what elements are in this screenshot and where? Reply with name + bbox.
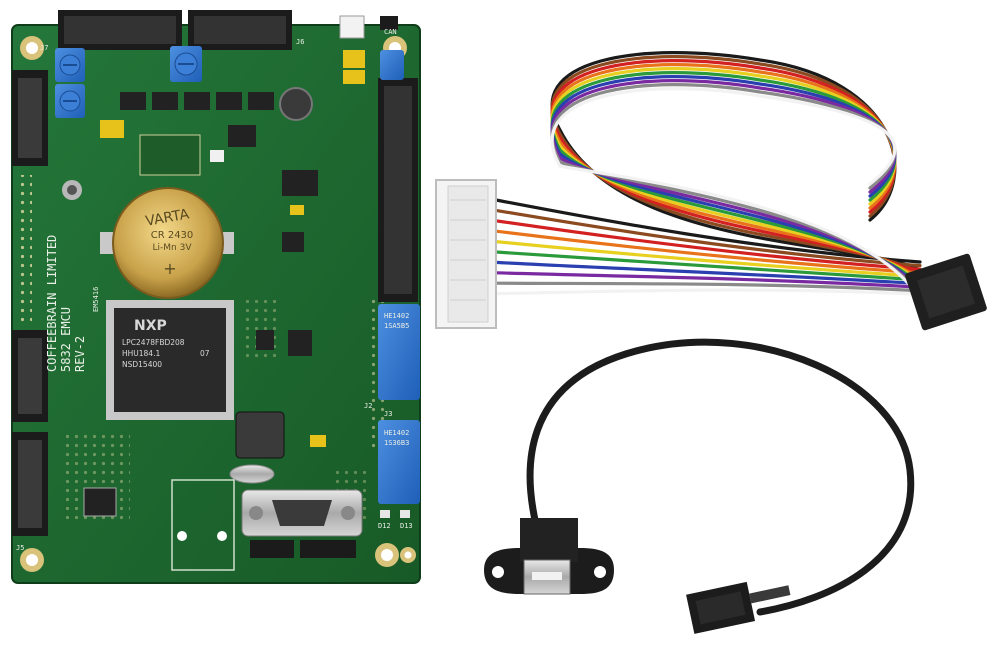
dip-switch-bottom: HE1402 1S36B3 [378, 420, 420, 504]
db9-connector [241, 489, 363, 537]
battery-brand: VARTA [144, 206, 191, 229]
ribbon-wire [494, 240, 922, 278]
mcu-batch: NSD15400 [122, 360, 162, 369]
tantalum-capacitors [100, 50, 365, 447]
colored-wires [494, 51, 922, 301]
usb-pin-header [686, 581, 791, 634]
ribbon-wire [494, 219, 922, 271]
header-j6 [188, 10, 292, 50]
header-left-bottom [12, 432, 48, 536]
label-j2: J2 [364, 402, 372, 410]
label-can: CAN [384, 28, 397, 36]
header-j7 [58, 10, 182, 50]
mcu-lot: HHU184.1 [122, 349, 160, 358]
dip-top-part: HE1402 [384, 312, 409, 320]
trimmer-pots [55, 46, 202, 118]
ribbon-wire [494, 198, 922, 264]
ribbon-wire [494, 208, 922, 268]
ribbon-wire [494, 229, 922, 275]
usb-cable-wire [526, 338, 915, 616]
dip-switch-top: HE1402 1SA5B5 [378, 304, 420, 400]
battery-plus: + [163, 259, 176, 278]
label-d13: D13 [400, 522, 413, 530]
mcu-part: LPC2478FBD208 [122, 338, 185, 347]
coin-cell-battery: VARTA CR 2430 Li-Mn 3V + [100, 187, 234, 299]
electrolytic-capacitor [279, 87, 313, 121]
board-silkscreen: COFFEEBRAIN LIMITED 5832 EMCU REV-2 EM54… [45, 235, 100, 372]
dip-bottom-part: HE1402 [384, 429, 409, 437]
mounting-holes [20, 36, 416, 572]
usb-panel-mount [484, 518, 614, 595]
inductor [235, 411, 285, 459]
header-left-top [12, 70, 48, 166]
battery-model: CR 2430 [151, 230, 194, 241]
ribbon-wire [494, 288, 922, 296]
ribbon-cable-assembly [435, 51, 987, 331]
smd-chips [83, 92, 318, 517]
label-j3: J3 [384, 410, 392, 418]
ribbon-wire-loop [550, 87, 922, 301]
black-idc-socket [905, 253, 987, 331]
header-right-long [378, 78, 418, 302]
ribbon-wire [494, 260, 922, 286]
crystal [229, 464, 275, 484]
label-j5: J5 [16, 544, 24, 552]
ribbon-wire [494, 281, 922, 293]
label-d12: D12 [378, 522, 391, 530]
board-revision: REV-2 [73, 336, 87, 372]
mcu-date: 07 [200, 349, 210, 358]
mcu-brand: NXP [134, 318, 167, 334]
can-connector [339, 15, 365, 39]
board-model: 5832 EMCU [59, 307, 73, 372]
white-connector-housing [435, 179, 497, 329]
board-code: EM5416 [92, 287, 100, 312]
ribbon-wire [494, 271, 922, 289]
pcb-board: HE1402 1SA5B5 HE1402 1S36B3 VARTA CR 243… [11, 10, 421, 584]
label-j7: J7 [40, 44, 48, 52]
dip-bottom-code: 1S36B3 [384, 439, 409, 447]
header-left-mid [12, 330, 48, 422]
nxp-mcu-chip: NXP LPC2478FBD208 HHU184.1 07 NSD15400 [106, 300, 234, 420]
battery-spec: Li-Mn 3V [153, 243, 193, 253]
ribbon-wire [494, 250, 922, 282]
label-j6: J6 [296, 38, 304, 46]
dip-top-code: 1SA5B5 [384, 322, 409, 330]
usb-panel-cable [484, 338, 915, 634]
board-maker: COFFEEBRAIN LIMITED [45, 235, 59, 372]
